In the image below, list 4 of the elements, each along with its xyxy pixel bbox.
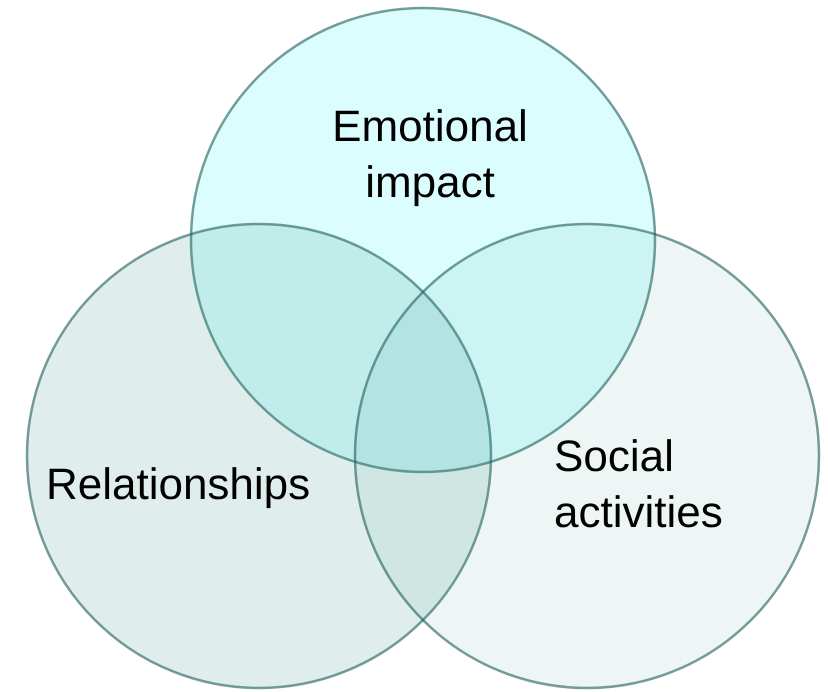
venn-circle (354, 223, 820, 689)
circle-label: Relationships (46, 459, 312, 511)
circle-label: Social activities (554, 431, 724, 539)
circle-label: Emotional impact (331, 101, 529, 209)
